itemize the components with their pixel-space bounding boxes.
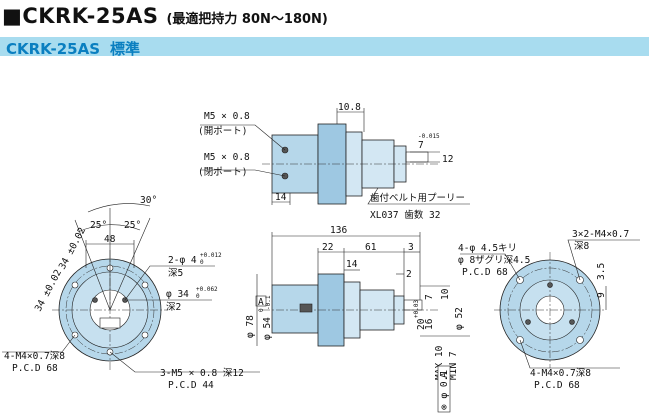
- dim-9: 9: [596, 292, 607, 298]
- title-model: ■CKRK-25AS: [2, 4, 159, 28]
- bore-phi34-tol0: 0: [196, 293, 200, 300]
- hole-depth-5: 深5: [168, 268, 183, 279]
- side-view: 136 22 61 3 14 2 A φ 78 φ 54 0 -0.1 7 20…: [245, 225, 470, 413]
- dim-22: 22: [322, 242, 333, 253]
- dim-20-tol: +0.03: [413, 300, 420, 318]
- m4-3x2: 3×2-M4×0.7: [572, 229, 629, 240]
- angle-25-left: 25°: [90, 220, 107, 231]
- min-7: MIN 7: [448, 351, 459, 380]
- dim-48: 48: [104, 234, 116, 245]
- title-subtitle: (最適把持力 80N～180N): [166, 12, 328, 27]
- dim-14-top: 14: [275, 192, 287, 203]
- pcd44-left: P.C.D 44: [168, 380, 214, 391]
- top-shaft: [405, 151, 429, 163]
- right-end-view: 4-φ 4.5キリ φ 8ザグリ深4.5 P.C.D 68 3×2-M4×0.7…: [458, 229, 640, 391]
- hole-2phi4: 2-φ 4: [168, 255, 197, 266]
- angle-30: 30°: [140, 195, 157, 206]
- callout-close-2: (閉ポート): [198, 167, 247, 178]
- pulley-note-2: XL037 歯数 32: [370, 209, 440, 221]
- dia-52: φ 52: [454, 307, 465, 330]
- left-end-view: 30° 25° 25° 48 34 ±0.02 34 ±0.02 2-φ 4 +…: [2, 195, 260, 391]
- top-view: M5 × 0.8 (開ポート) M5 × 0.8 (閉ポート) 14 10.8 …: [198, 102, 470, 221]
- pulley-note-1: 歯付ベルト用プーリー: [370, 192, 465, 204]
- m5-thread-left: 3-M5 × 0.8 深12: [160, 368, 244, 379]
- callout-open-1: M5 × 0.8: [204, 111, 250, 122]
- bore-phi34-tol: +0.062: [196, 286, 218, 293]
- runout-tol: ⊚ φ 0.1: [439, 370, 450, 410]
- band-label: 標準: [110, 40, 141, 58]
- dim-10-8: 10.8: [338, 102, 361, 113]
- bore-depth-2: 深2: [166, 302, 181, 313]
- pcd68-left: P.C.D 68: [12, 363, 58, 374]
- dim-10-side: 10: [440, 288, 451, 300]
- pcd68-bottom: P.C.D 68: [534, 380, 580, 391]
- dia-54: φ 54: [262, 317, 273, 340]
- m4-depth8: 深8: [574, 241, 590, 252]
- dia-78: φ 78: [245, 315, 256, 338]
- dim-34-inner: 34 ±0.02: [57, 226, 88, 272]
- dim-3-5: 3.5: [596, 263, 607, 280]
- dim-7-side: 7: [424, 294, 435, 300]
- dim-3: 3: [408, 242, 414, 253]
- dia-54-tol: -0.1: [265, 295, 272, 310]
- hole-2phi4-tol: +0.012: [200, 252, 222, 259]
- model-band: CKRK-25AS 標準: [0, 37, 649, 58]
- dim-7-tol: -0.015: [418, 133, 440, 140]
- bore-phi34: φ 34: [166, 289, 189, 300]
- dim-61: 61: [365, 242, 377, 253]
- dia-54-tol0: 0: [258, 308, 265, 312]
- callout-open-2: (開ポート): [198, 126, 247, 137]
- hole-counterbore: φ 8ザグリ深4.5: [458, 254, 530, 266]
- hole-2phi4-tol0: 0: [200, 259, 204, 266]
- hole-4phi45: 4-φ 4.5キリ: [458, 243, 517, 254]
- band-model: CKRK-25AS: [6, 40, 101, 58]
- callout-close-1: M5 × 0.8: [204, 152, 250, 163]
- dim-14-side: 14: [346, 259, 358, 270]
- dim-2: 2: [406, 269, 412, 280]
- dim-16: 16: [424, 318, 435, 330]
- page-title: ■CKRK-25AS (最適把持力 80N～180N): [2, 4, 328, 28]
- dim-7-top: 7: [418, 140, 424, 151]
- dim-12: 12: [442, 154, 453, 165]
- m4-thread-left: 4-M4×0.7深8: [4, 351, 65, 362]
- m4-bottom: 4-M4×0.7深8: [530, 368, 591, 379]
- runout-datum: A: [439, 372, 450, 378]
- pcd68-right: P.C.D 68: [462, 267, 508, 278]
- datum-a: A: [258, 297, 264, 308]
- angle-25-right: 25°: [124, 220, 141, 231]
- max-10: MAX 10: [434, 345, 445, 380]
- dim-20: 20: [416, 318, 427, 330]
- dim-136: 136: [330, 225, 347, 236]
